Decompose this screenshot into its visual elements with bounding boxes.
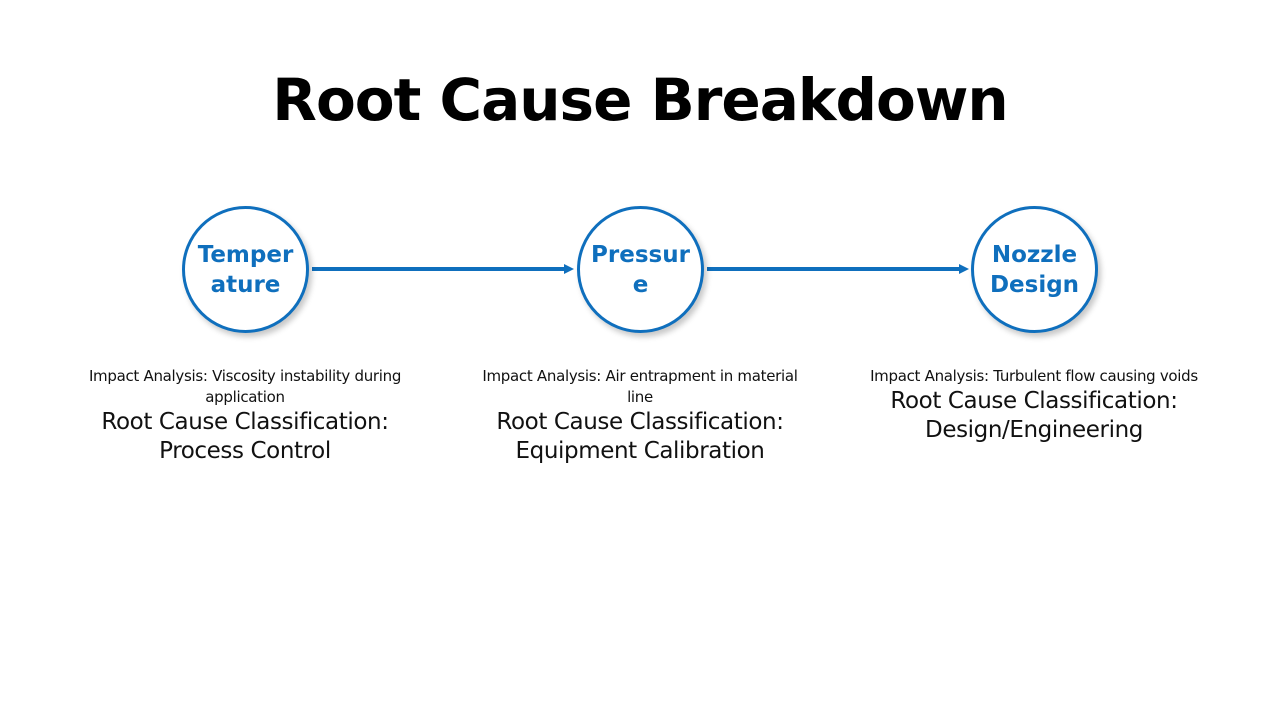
flow-arrow-2 [707,264,969,274]
impact-analysis: Impact Analysis: Turbulent flow causing … [870,367,1198,385]
node-temperature: Temperature [182,206,309,333]
caption-nozzle-design: Impact Analysis: Turbulent flow causing … [869,366,1199,445]
impact-analysis: Impact Analysis: Air entrapment in mater… [482,367,798,406]
root-cause-classification: Root Cause Classification: Design/Engine… [890,388,1178,443]
node-label: Pressure [591,241,690,298]
impact-analysis: Impact Analysis: Viscosity instability d… [88,367,402,406]
node-label: Temperature [197,241,294,298]
node-nozzle-design: Nozzle Design [971,206,1098,333]
root-cause-classification: Root Cause Classification: Equipment Cal… [496,409,784,464]
slide-title: Root Cause Breakdown [272,66,1008,134]
root-cause-classification: Root Cause Classification: Process Contr… [101,409,389,464]
caption-temperature: Impact Analysis: Viscosity instability d… [80,366,410,466]
node-label: Nozzle Design [989,241,1080,298]
node-pressure: Pressure [577,206,704,333]
flow-arrow-1 [312,264,574,274]
caption-pressure: Impact Analysis: Air entrapment in mater… [475,366,805,466]
